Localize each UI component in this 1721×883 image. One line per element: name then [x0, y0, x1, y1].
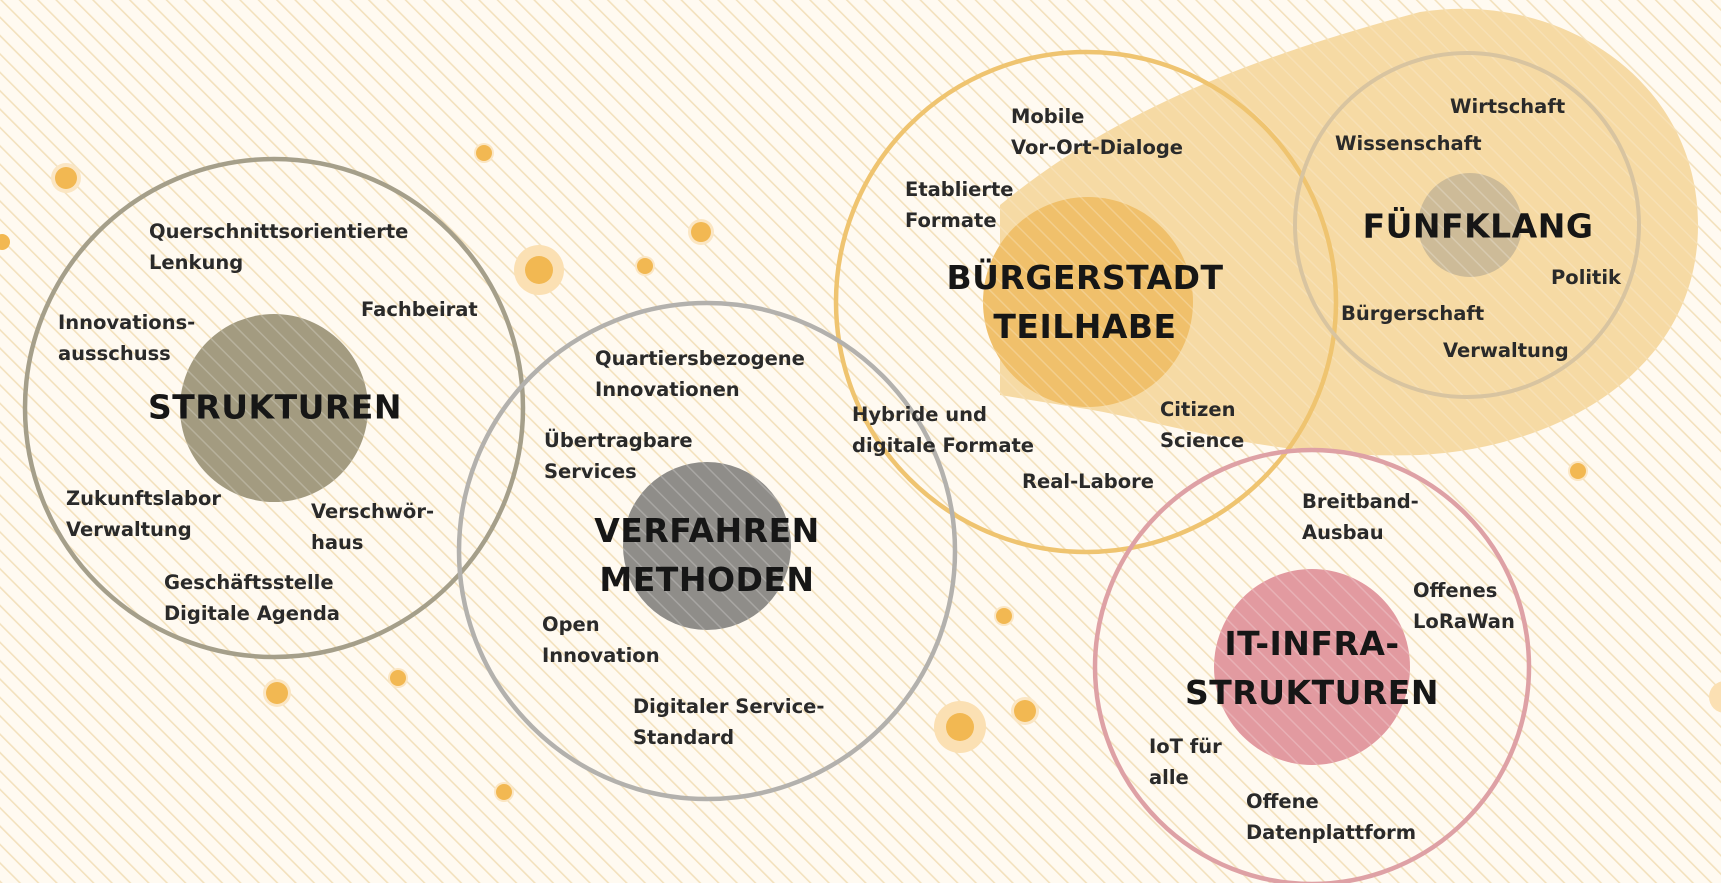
verfahren-ring: [456, 300, 958, 802]
strukturen-item-fachbeirat: Fachbeirat: [361, 298, 478, 321]
fuenfklang-item-buergerschaft: Bürgerschaft: [1341, 302, 1485, 325]
fuenfklang-title: FÜNFKLANG: [1362, 206, 1594, 246]
decorative-dots: [0, 143, 1721, 802]
it-item-iot: IoT für alle: [1149, 735, 1222, 789]
verfahren-item-uebertragbar: Übertragbare Services: [544, 429, 693, 483]
strukturen-item-verschwoerhaus: Verschwör- haus: [311, 500, 435, 554]
buergerstadt-item-hybride: Hybride und digitale Formate: [852, 403, 1035, 457]
buergerstadt-ring: [833, 49, 1339, 555]
verfahren-item-open-innovation: Open Innovation: [542, 613, 660, 667]
fuenfklang-ring: [1293, 51, 1641, 399]
it-title: IT-INFRA- STRUKTUREN: [1185, 624, 1439, 712]
buergerstadt-item-citizen: Citizen Science: [1160, 398, 1245, 452]
buergerstadt-title: BÜRGERSTADT TEILHABE: [946, 258, 1224, 346]
verfahren-item-quartier: Quartiersbezogene Innovationen: [595, 347, 805, 401]
it-item-lorawan: Offenes LoRaWan: [1413, 579, 1515, 633]
verfahren-title: VERFAHREN METHODEN: [594, 511, 820, 599]
verfahren-item-service-standard: Digitaler Service- Standard: [633, 695, 825, 749]
it-ring: [1092, 447, 1532, 883]
buergerstadt-item-real-labore: Real-Labore: [1022, 470, 1154, 493]
fuenfklang-item-wirtschaft: Wirtschaft: [1450, 95, 1566, 118]
strukturen-item-querschnitt: Querschnittsorientierte Lenkung: [149, 220, 409, 274]
it-item-datenplattform: Offene Datenplattform: [1246, 790, 1417, 844]
buergerstadt-item-etablierte: Etablierte Formate: [905, 178, 1014, 232]
fuenfklang-item-wissenschaft: Wissenschaft: [1335, 132, 1482, 155]
strukturen-ring: [22, 156, 526, 660]
buergerstadt-item-mobile: Mobile Vor-Ort-Dialoge: [1011, 105, 1184, 159]
it-item-breitband: Breitband- Ausbau: [1302, 490, 1419, 544]
fuenfklang-item-politik: Politik: [1551, 266, 1622, 289]
fuenfklang-item-verwaltung: Verwaltung: [1443, 339, 1569, 362]
strukturen-item-innovationsausschuss: Innovations- ausschuss: [58, 311, 196, 365]
strukturen-item-geschaeftsstelle: Geschäftsstelle Digitale Agenda: [164, 571, 340, 625]
strukturen-title: STRUKTUREN: [148, 387, 402, 427]
strukturen-item-zukunftslabor: Zukunftslabor Verwaltung: [66, 487, 221, 541]
